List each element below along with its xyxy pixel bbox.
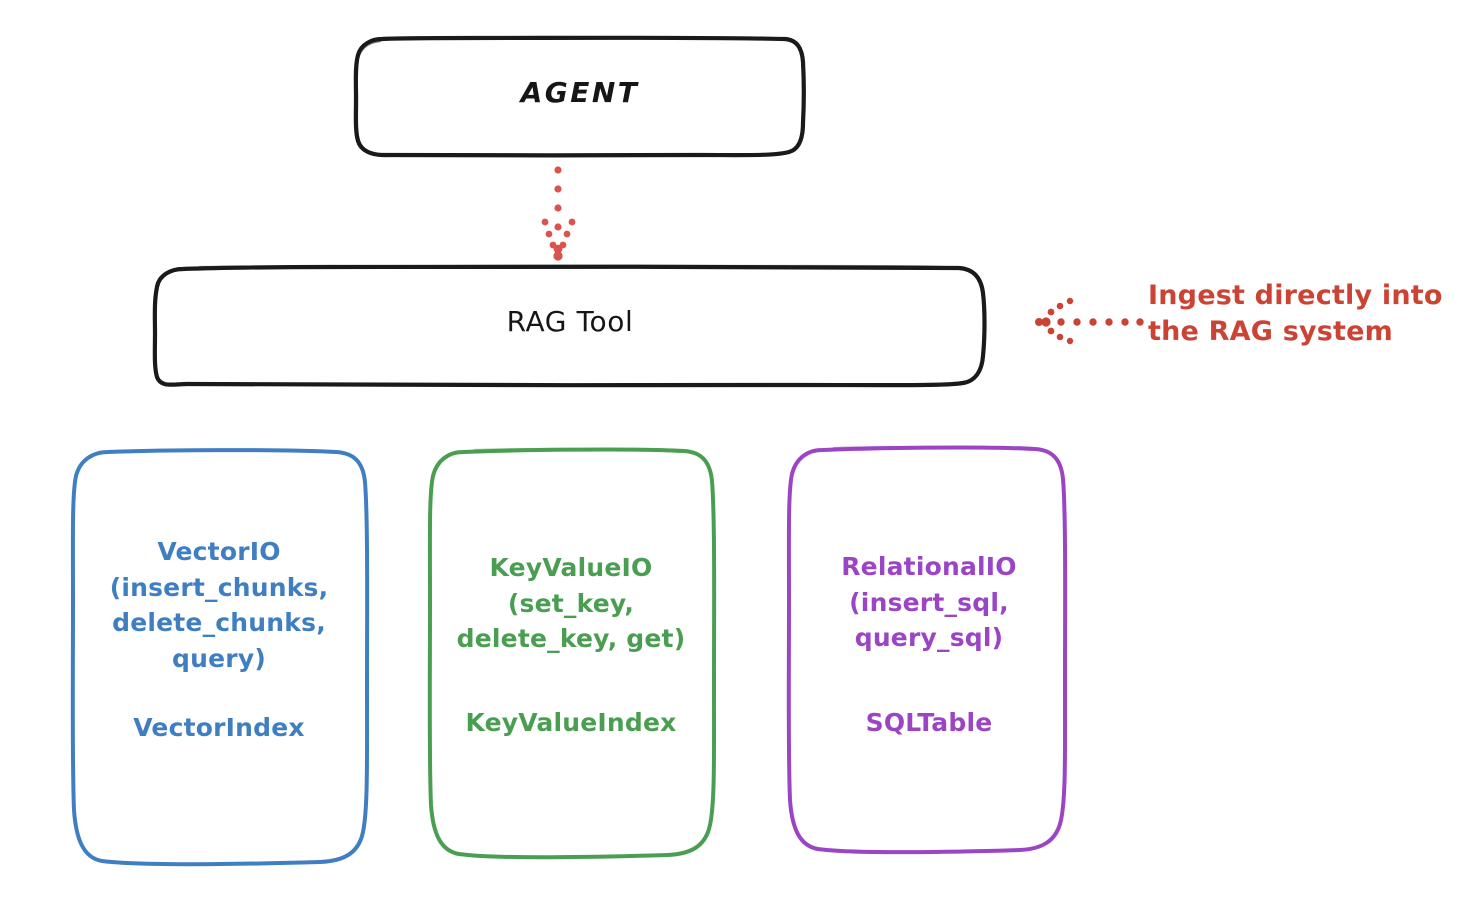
node-relationalio[interactable]	[786, 445, 1068, 855]
relationalio-box-outline	[786, 445, 1068, 855]
agent-box-sketch-overlay	[355, 39, 389, 158]
edge-ingest-arrow	[1035, 297, 1144, 345]
vectorio-box-outline	[70, 448, 370, 867]
rag-tool-box-sketch-overlay	[198, 264, 968, 271]
agent-box-outline	[353, 35, 806, 158]
node-vectorio[interactable]	[70, 448, 370, 867]
rag-tool-box-outline	[152, 264, 987, 388]
edge-agent-to-rag-tool	[541, 166, 576, 261]
relationalio-box-sketch-overlay	[832, 445, 1033, 452]
node-rag-tool[interactable]	[152, 264, 987, 388]
node-agent[interactable]	[353, 35, 806, 158]
vectorio-box-sketch-overlay	[118, 448, 334, 454]
keyvalueio-box-sketch-overlay	[473, 447, 682, 454]
node-keyvalueio[interactable]	[427, 447, 717, 860]
keyvalueio-box-outline	[427, 447, 717, 860]
